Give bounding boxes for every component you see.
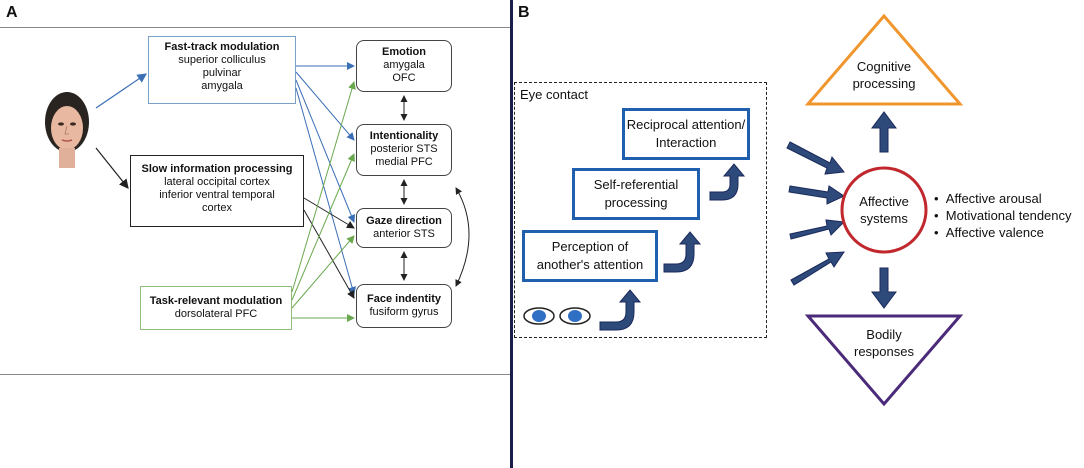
emotion-line: OFC [392,72,416,84]
self-ref-line: processing [604,195,668,210]
cognitive-label: Cognitive processing [834,58,934,92]
bodily-line: Bodily [866,327,902,342]
task-relevant-line: dorsolateral PFC [174,308,258,320]
eye-contact-frame [514,82,767,338]
up-arrow-icon [871,111,897,153]
affective-bullets: • Affective arousal • Motivational tende… [934,190,1072,241]
bullet-item: • Motivational tendency [934,208,1072,223]
reciprocal-line: Reciprocal attention/ [626,117,746,132]
self-ref-line: Self-referential [593,177,679,192]
input-arrow-icon [788,185,846,205]
face-photo [40,88,94,168]
cognitive-line: processing [852,76,916,91]
affective-line: Affective [859,194,909,209]
eye-contact-label: Eye contact [520,87,588,102]
slow-processing-line: inferior ventral temporal [159,189,275,201]
intentionality-line: medial PFC [375,156,433,168]
bullet-item: • Affective valence [934,225,1044,240]
task-relevant-box: Task-relevant modulation dorsolateral PF… [140,286,292,330]
arrow-slow-gaze [303,197,355,229]
face-identity-line: fusiform gyrus [369,306,439,318]
panel-divider [510,0,513,468]
arrow-face-fast [95,73,147,109]
intentionality-title: Intentionality [369,130,439,142]
panel-a-top-rule [0,27,510,28]
bullet-item: • Affective arousal [934,191,1042,206]
affective-label: Affective systems [844,193,924,227]
gaze-direction-box: Gaze direction anterior STS [356,208,452,248]
face-identity-box: Face indentity fusiform gyrus [356,284,452,328]
intentionality-line: posterior STS [370,143,438,155]
reciprocal-line: Interaction [655,135,717,150]
input-arrow-icon [790,251,845,286]
emotion-box: Emotion amygala OFC [356,40,452,92]
emotion-title: Emotion [382,46,426,58]
bodily-label: Bodily responses [834,326,934,360]
arrow-intent-face-curve [455,187,470,287]
cognitive-line: Cognitive [856,59,912,74]
perception-line: another's attention [536,257,644,272]
gaze-direction-title: Gaze direction [366,215,442,227]
slow-processing-line: cortex [202,202,232,214]
fast-track-line: amygala [201,80,243,92]
panel-a-label: A [6,4,18,21]
face-identity-title: Face indentity [367,293,441,305]
arrow-fast-intent [295,71,355,141]
arrow-fast-gaze [295,79,356,223]
intentionality-box: Intentionality posterior STS medial PFC [356,124,452,176]
fast-track-line: superior colliculus [178,54,266,66]
bodily-line: responses [854,344,914,359]
reciprocal-box: Reciprocal attention/ Interaction [622,108,750,160]
fast-track-line: pulvinar [202,67,242,79]
fast-track-title: Fast-track modulation [164,41,280,53]
task-relevant-title: Task-relevant modulation [149,295,283,307]
arrow-fast-face [295,87,356,295]
slow-processing-title: Slow information processing [141,163,293,175]
input-arrow-icon [789,219,846,240]
affective-line: systems [860,211,908,226]
perception-box: Perception of another's attention [522,230,658,282]
fast-track-box: Fast-track modulation superior colliculu… [148,36,296,104]
arrow-slow-face [303,209,355,299]
arrow-face-slow [95,147,129,189]
self-referential-box: Self-referential processing [572,168,700,220]
perception-line: Perception of [551,239,629,254]
down-arrow-icon [871,267,897,309]
gaze-direction-line: anterior STS [373,228,435,240]
slow-processing-line: lateral occipital cortex [164,176,270,188]
panel-a-bottom-rule [0,374,510,375]
slow-processing-box: Slow information processing lateral occi… [130,155,304,227]
panel-b-label: B [518,4,530,21]
emotion-line: amygala [383,59,425,71]
arrow-task-gaze [291,235,355,309]
input-arrow-icon [786,141,845,175]
